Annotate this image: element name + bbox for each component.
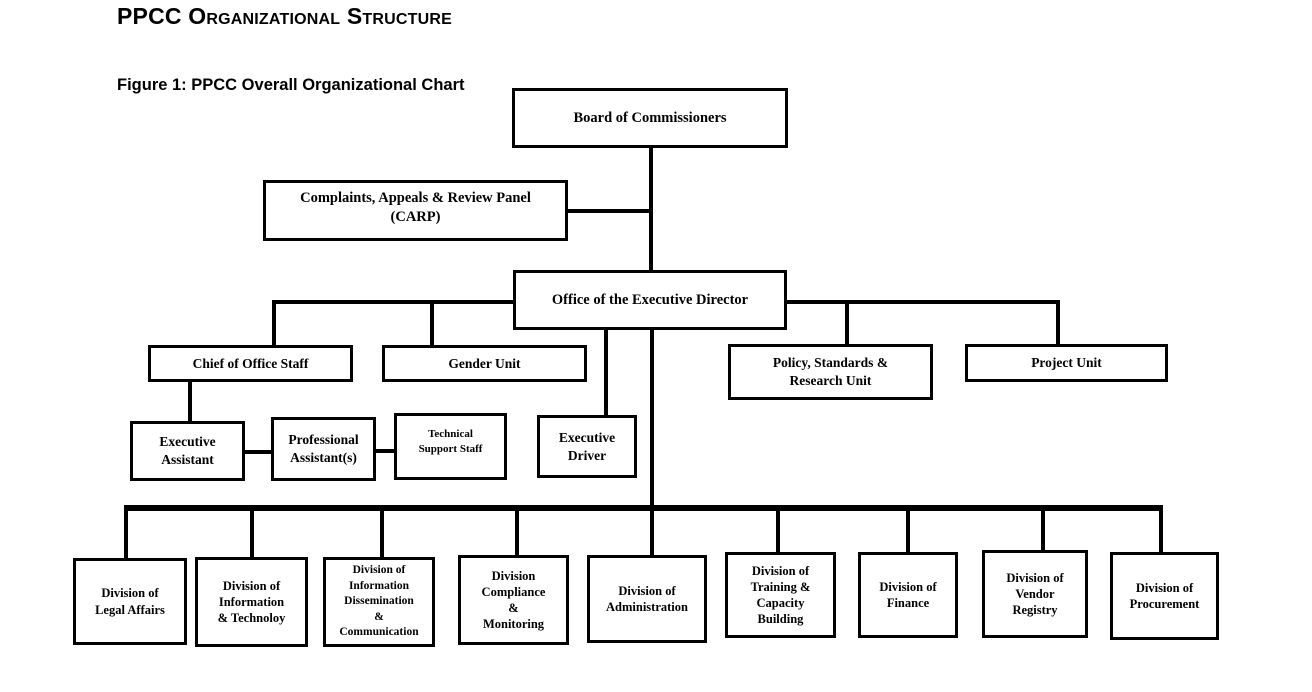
node-project-unit-label: Project Unit (1031, 355, 1102, 371)
node-division-administration: Division of Administration (587, 555, 707, 643)
node-carp-label: Complaints, Appeals & Review Panel (CARP… (300, 190, 531, 225)
node-chief-of-office-staff: Chief of Office Staff (148, 345, 353, 382)
node-division-compliance-monitoring-label: Division Compliance & Monitoring (481, 568, 546, 632)
node-policy-standards-research-unit-label: Policy, Standards & Research Unit (772, 355, 889, 388)
node-division-information-technology-label: Division of Information & Technoloy (217, 578, 286, 626)
node-executive-assistant-label: Executive Assistant (159, 434, 216, 467)
node-division-information-dissemination-communication: Division of Information Dissemination & … (323, 557, 435, 647)
node-office-of-executive-director-label: Office of the Executive Director (551, 291, 749, 308)
node-technical-support-staff: Technical Support Staff (394, 413, 507, 480)
figure-caption: Figure 1: PPCC Overall Organizational Ch… (117, 76, 465, 94)
node-division-administration-label: Division of Administration (606, 583, 688, 614)
node-project-unit: Project Unit (965, 344, 1168, 382)
node-division-finance-label: Division of Finance (879, 579, 937, 610)
node-gender-unit: Gender Unit (382, 345, 587, 382)
node-division-legal-affairs: Division of Legal Affairs (73, 558, 187, 645)
page-title: PPCC Organizational Structure (117, 3, 452, 29)
node-office-of-executive-director: Office of the Executive Director (513, 270, 787, 330)
node-chief-of-office-staff-label: Chief of Office Staff (192, 355, 309, 371)
node-carp: Complaints, Appeals & Review Panel (CARP… (263, 180, 568, 241)
node-division-training-capacity-building: Division of Training & Capacity Building (725, 552, 836, 638)
node-division-legal-affairs-label: Division of Legal Affairs (95, 586, 165, 617)
node-division-procurement-label: Division of Procurement (1129, 580, 1200, 611)
node-professional-assistants-label: Professional Assistant(s) (288, 432, 359, 465)
node-executive-driver: Executive Driver (537, 415, 637, 478)
node-division-vendor-registry-label: Division of Vendor Registry (1006, 570, 1064, 618)
node-division-training-capacity-building-label: Division of Training & Capacity Building (750, 563, 811, 627)
node-division-procurement: Division of Procurement (1110, 552, 1219, 640)
node-professional-assistants: Professional Assistant(s) (271, 417, 376, 481)
node-technical-support-staff-label: Technical Support Staff (418, 428, 483, 455)
node-board-of-commissioners-label: Board of Commissioners (573, 109, 727, 126)
node-division-information-dissemination-communication-label: Division of Information Dissemination & … (339, 564, 419, 639)
node-division-compliance-monitoring: Division Compliance & Monitoring (458, 555, 569, 645)
node-executive-assistant: Executive Assistant (130, 421, 245, 481)
node-executive-driver-label: Executive Driver (558, 429, 616, 463)
node-division-information-technology: Division of Information & Technoloy (195, 557, 308, 647)
node-division-vendor-registry: Division of Vendor Registry (982, 550, 1088, 638)
node-board-of-commissioners: Board of Commissioners (512, 88, 788, 148)
node-gender-unit-label: Gender Unit (448, 355, 521, 371)
node-policy-standards-research-unit: Policy, Standards & Research Unit (728, 344, 933, 400)
node-division-finance: Division of Finance (858, 552, 958, 638)
